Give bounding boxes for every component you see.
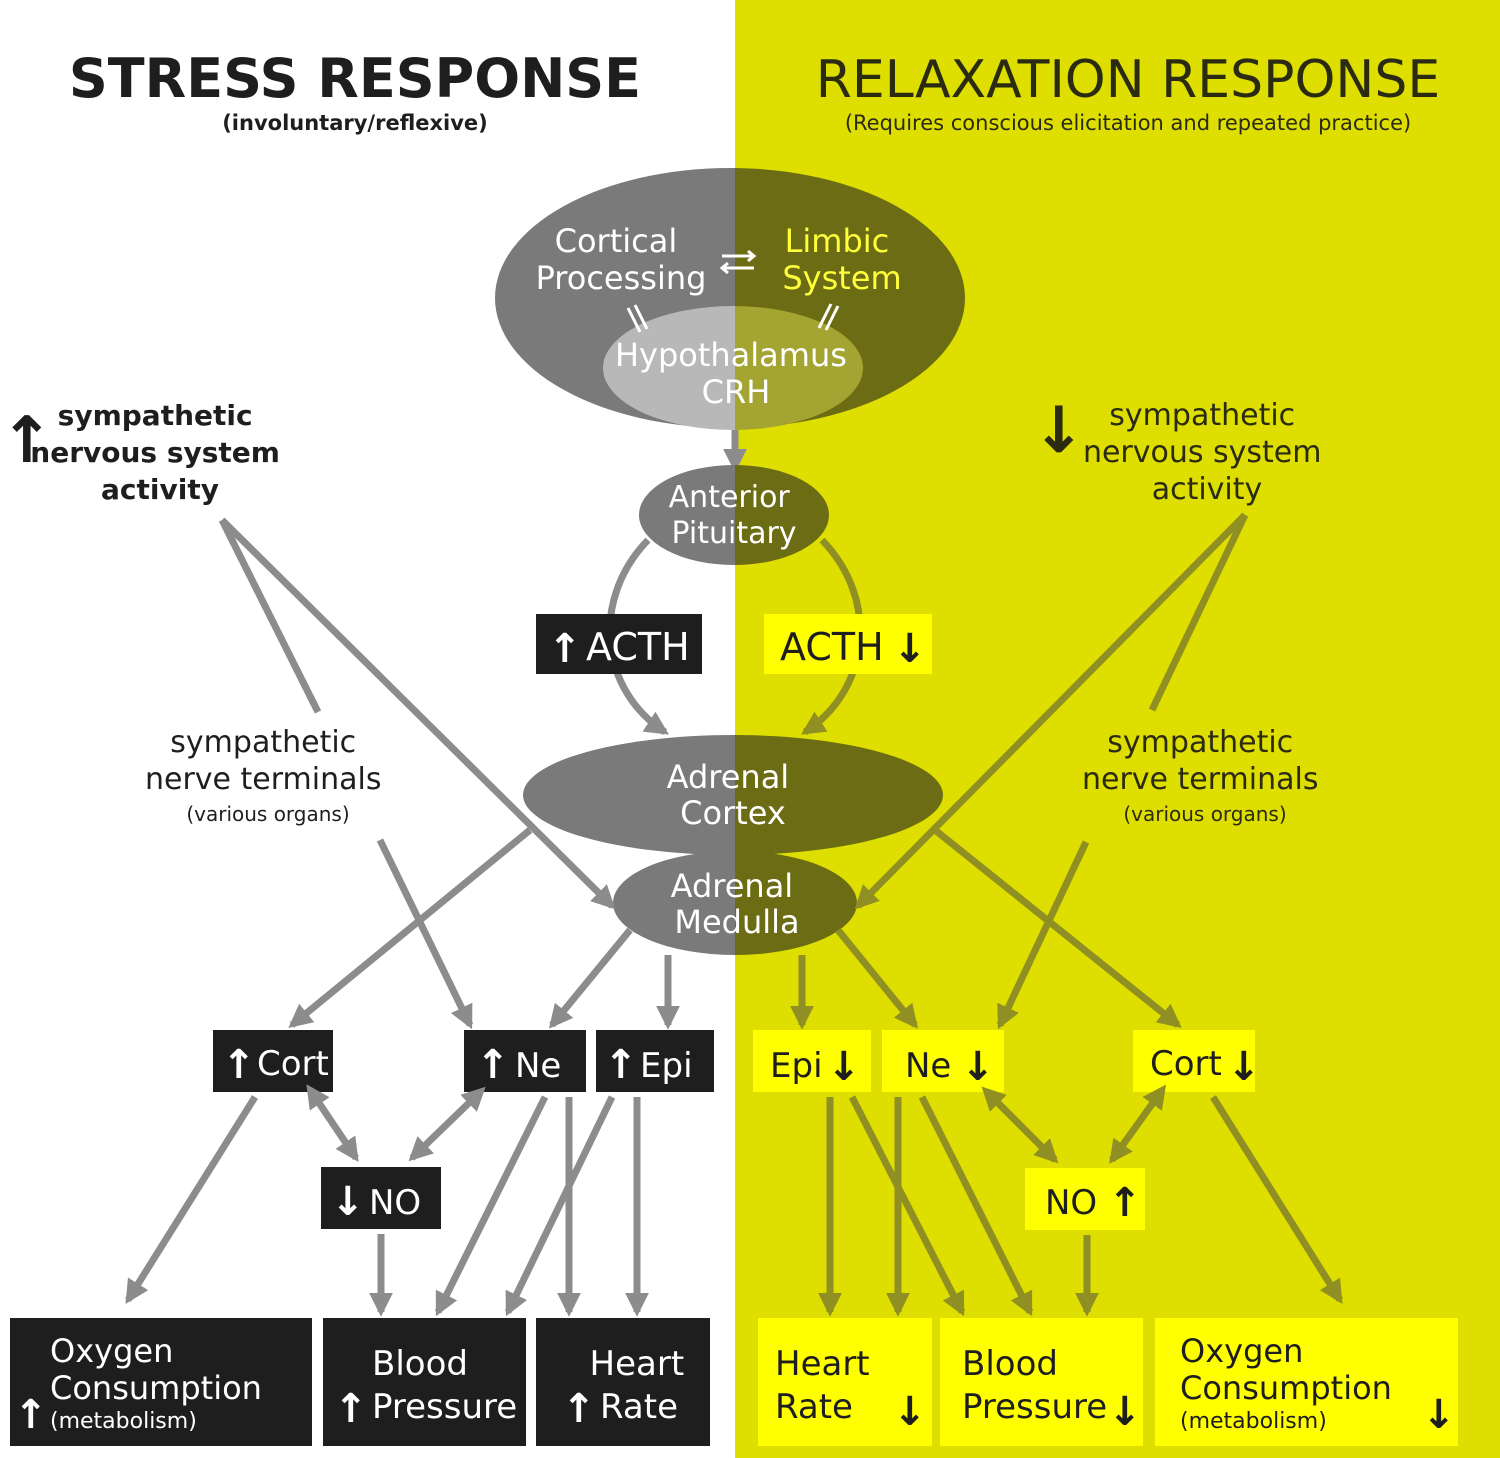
relaxation-subtitle: (Requires conscious elicitation and repe… [845, 111, 1411, 135]
relax-nerve-terminals-label: sympathetic nerve terminals (various org… [1082, 725, 1328, 826]
anterior-pituitary-ellipse [639, 465, 829, 565]
relax-cortex-arrow-to-cort [932, 827, 1182, 1028]
stress-hr-box [536, 1318, 710, 1446]
stress-no-box [321, 1167, 441, 1229]
stress-no-down-arrow-icon: ↓ [331, 1179, 365, 1225]
stress-ne-arrow-to-bp [434, 1095, 549, 1317]
adrenal-cortex-label: Adrenal Cortex [667, 758, 800, 832]
stress-epi-box [596, 1030, 714, 1092]
stress-epi-label: Epi [640, 1046, 693, 1086]
stress-cort-up-arrow-icon: ↑ [222, 1042, 256, 1088]
stress-sns-up-arrow-icon: ↑ [0, 404, 54, 478]
relax-sns-activity-label: sympathetic nervous system activity [1083, 398, 1331, 507]
stress-oxygen-up-arrow-icon: ↑ [14, 1392, 48, 1438]
stress-sns-arrow-to-medulla [219, 517, 616, 910]
stress-bp-label: Blood Pressure [372, 1344, 517, 1427]
stress-sns-activity-label: sympathetic nervous system activity [30, 399, 289, 506]
stress-oxygen-box [10, 1318, 312, 1446]
stress-acth-label: ACTH [586, 625, 690, 669]
stress-no-label: NO [369, 1183, 421, 1223]
relax-ne-no-double-arrow [981, 1086, 1059, 1164]
relax-cort-arrow-to-oxygen [1210, 1095, 1343, 1305]
relax-hr-down-arrow-icon: ↓ [893, 1389, 927, 1435]
relax-medulla-arrow-to-ne [835, 927, 918, 1029]
relax-sns-line-to-terminals [1148, 513, 1249, 712]
stress-acth-up-arrow-icon: ↑ [548, 626, 582, 672]
relax-sns-arrow-to-medulla [854, 512, 1248, 910]
relax-oxygen-down-arrow-icon: ↓ [1422, 1392, 1456, 1438]
relax-sns-down-arrow-icon: ↓ [1032, 394, 1086, 468]
stress-hr-up-arrow-icon: ↑ [562, 1386, 596, 1432]
relax-epi-label: Epi [770, 1046, 823, 1086]
stress-ne-no-double-arrow [408, 1086, 486, 1162]
relax-oxygen-label: Oxygen Consumption (metabolism) [1180, 1332, 1402, 1434]
relax-bp-box [940, 1318, 1143, 1446]
relax-cort-no-double-arrow [1109, 1084, 1167, 1164]
limbic-system-label: Limbic System [782, 222, 901, 297]
stress-ne-box [464, 1030, 586, 1092]
stress-cort-arrow-to-oxygen [125, 1095, 258, 1305]
cortical-processing-label: Cortical Processing [536, 222, 707, 297]
relax-acth-box [764, 614, 932, 674]
relax-acth-label: ACTH [780, 625, 884, 669]
adrenal-medulla-label: Adrenal Medulla [671, 867, 804, 941]
relax-ne-box [882, 1030, 1004, 1092]
relax-hr-label: Heart Rate [775, 1344, 880, 1427]
stress-oxygen-label: Oxygen Consumption (metabolism) [50, 1332, 272, 1434]
stress-nerve-terminals-label: sympathetic nerve terminals (various org… [145, 725, 391, 826]
stress-epi-arrow-to-bp [504, 1095, 616, 1317]
stress-subtitle: (involuntary/reflexive) [222, 111, 488, 135]
relax-ne-label: Ne [905, 1046, 951, 1086]
stress-epi-up-arrow-icon: ↑ [604, 1042, 638, 1088]
brain-ellipse [495, 168, 965, 430]
adrenal-cortex-ellipse [523, 735, 943, 855]
relax-cort-label: Cort [1150, 1044, 1222, 1084]
relax-epi-arrow-to-bp [848, 1095, 966, 1317]
stress-hr-label: Heart Rate [590, 1344, 695, 1427]
relax-hr-box [758, 1318, 932, 1446]
relax-ne-down-arrow-icon: ↓ [961, 1044, 995, 1090]
relax-cort-down-arrow-icon: ↓ [1227, 1044, 1261, 1090]
exchange-arrows-icon [626, 249, 840, 333]
adrenal-medulla-ellipse [613, 851, 857, 955]
stress-medulla-arrow-to-ne [548, 927, 633, 1029]
relax-epi-down-arrow-icon: ↓ [827, 1044, 861, 1090]
relax-bp-down-arrow-icon: ↓ [1108, 1389, 1142, 1435]
stress-title: STRESS RESPONSE [69, 47, 641, 110]
stress-ne-label: Ne [515, 1046, 561, 1086]
stress-bp-up-arrow-icon: ↑ [334, 1386, 368, 1432]
relax-cort-box [1133, 1030, 1255, 1092]
hypothalamus-label: Hypothalamus CRH [615, 336, 857, 411]
stress-bp-box [323, 1318, 526, 1446]
stress-cort-no-double-arrow [306, 1084, 359, 1162]
relax-terminals-arrow-to-ne [996, 840, 1090, 1030]
anterior-pituitary-label: Anterior Pituitary [669, 480, 800, 551]
relax-no-up-arrow-icon: ↑ [1108, 1180, 1142, 1226]
stress-sns-line-to-terminals [218, 518, 322, 714]
stress-acth-box [536, 614, 702, 674]
relax-acth-down-arrow-icon: ↓ [893, 626, 927, 672]
stress-terminals-arrow-to-ne [376, 838, 474, 1030]
stress-cort-label: Cort [257, 1044, 329, 1084]
relax-ne-arrow-to-bp [918, 1095, 1034, 1317]
stress-ne-up-arrow-icon: ↑ [476, 1042, 510, 1088]
relax-no-box [1025, 1168, 1145, 1230]
relax-bp-label: Blood Pressure [962, 1344, 1107, 1427]
relax-oxygen-box [1155, 1318, 1458, 1446]
stress-cort-box [213, 1030, 333, 1092]
stress-cortex-arrow-to-cort [288, 827, 533, 1029]
relax-no-label: NO [1045, 1183, 1097, 1223]
relaxation-title: RELAXATION RESPONSE [816, 50, 1440, 110]
relax-epi-box [753, 1030, 871, 1092]
